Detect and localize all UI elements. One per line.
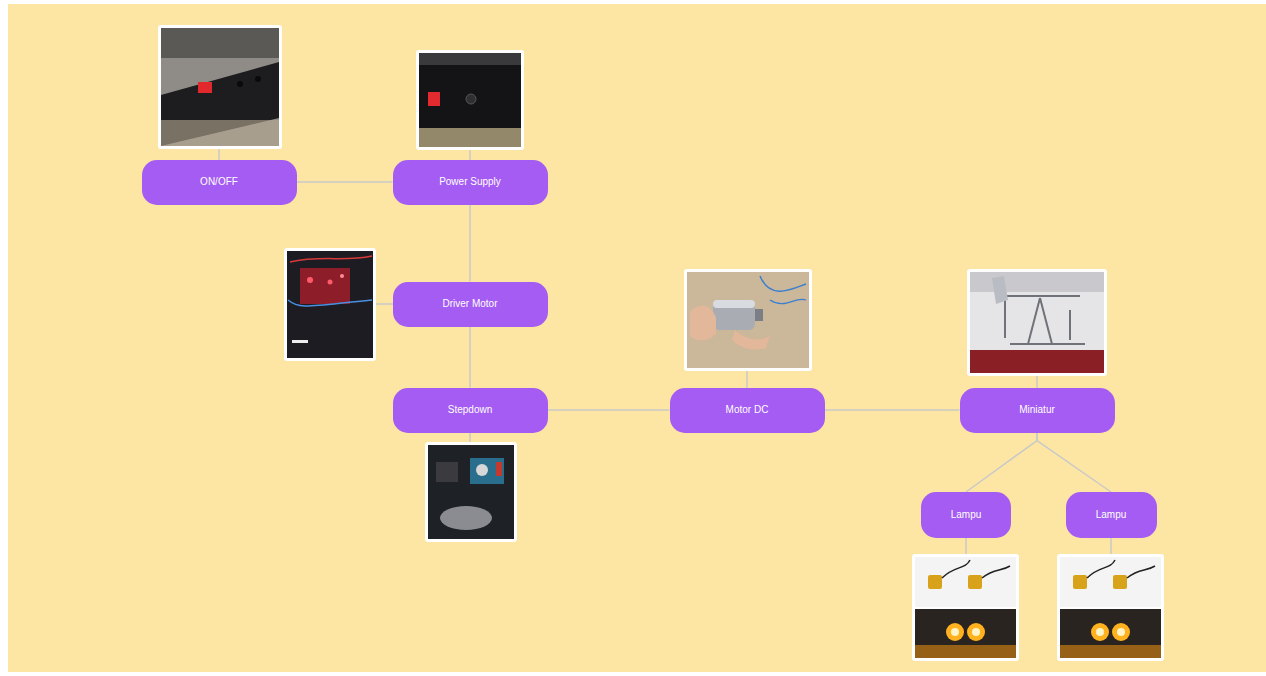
connector-line bbox=[825, 409, 960, 411]
box-label: Stepdown bbox=[448, 404, 492, 416]
pumpjack-miniature-photo bbox=[967, 269, 1107, 376]
process-box: Lampu bbox=[1066, 492, 1157, 538]
connector-line bbox=[469, 205, 471, 282]
leader-line bbox=[746, 371, 748, 388]
box-label: ON/OFF bbox=[200, 176, 238, 188]
box-label: Motor DC bbox=[726, 404, 769, 416]
leader-line bbox=[965, 538, 967, 555]
box-label: Driver Motor bbox=[442, 298, 497, 310]
box-label: Power Supply bbox=[439, 176, 501, 188]
connector-line bbox=[966, 433, 1037, 493]
leader-lines bbox=[219, 149, 1111, 555]
leader-line bbox=[376, 303, 393, 305]
leader-line bbox=[469, 433, 471, 443]
connector-line bbox=[297, 181, 393, 183]
box-label: Miniatur bbox=[1019, 404, 1055, 416]
process-box: Stepdown bbox=[393, 388, 548, 433]
power-supply-photo bbox=[416, 50, 524, 150]
process-box: Miniatur bbox=[960, 388, 1115, 433]
leader-line bbox=[1110, 538, 1112, 555]
leader-line bbox=[1036, 376, 1038, 388]
process-box: Power Supply bbox=[393, 160, 548, 205]
leader-line bbox=[218, 149, 220, 160]
switch-photo bbox=[158, 25, 282, 149]
dc-motor-photo bbox=[684, 269, 812, 371]
lamp-photo bbox=[912, 554, 1019, 661]
box-label: Lampu bbox=[1096, 509, 1127, 521]
stepdown-photo bbox=[425, 442, 517, 542]
lamp-photo bbox=[1057, 554, 1164, 661]
process-box: Driver Motor bbox=[393, 282, 548, 327]
connector-line bbox=[1037, 433, 1111, 493]
connector-line bbox=[548, 409, 670, 411]
box-label: Lampu bbox=[951, 509, 982, 521]
process-box: ON/OFF bbox=[142, 160, 297, 205]
connector-line bbox=[469, 327, 471, 388]
leader-line bbox=[469, 150, 471, 160]
process-box: Motor DC bbox=[670, 388, 825, 433]
driver-motor-photo bbox=[284, 248, 376, 361]
process-box: Lampu bbox=[921, 492, 1011, 538]
